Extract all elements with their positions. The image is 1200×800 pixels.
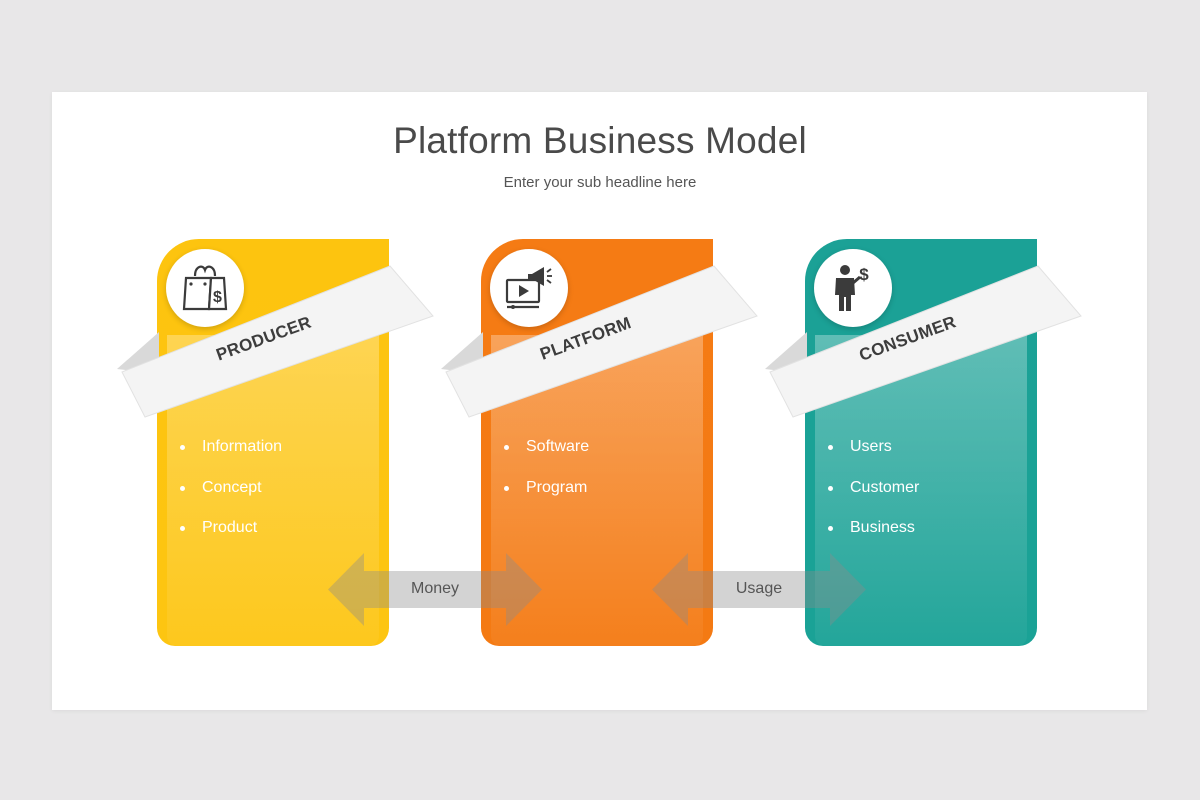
list-item: Concept [180, 477, 282, 518]
usage-label: Usage [735, 580, 783, 597]
money-label: Money [410, 580, 460, 597]
platform-list: Software Program [504, 436, 589, 517]
shopping-bag-dollar-icon: $ [166, 249, 244, 327]
video-megaphone-icon [490, 249, 568, 327]
double-arrow-icon [652, 553, 866, 626]
list-item: Customer [828, 477, 919, 518]
double-arrow-icon [328, 553, 542, 626]
page-title: Platform Business Model [393, 120, 807, 161]
consumer-list: Users Customer Business [828, 436, 919, 558]
list-item: Software [504, 436, 589, 477]
list-item: Product [180, 517, 282, 558]
svg-text:$: $ [213, 289, 222, 306]
page-subtitle: Enter your sub headline here [503, 174, 697, 191]
list-item: Business [828, 517, 919, 558]
producer-list: Information Concept Product [180, 436, 282, 558]
businessman-dollar-icon: $ [814, 249, 892, 327]
list-item: Users [828, 436, 919, 477]
list-item: Program [504, 477, 589, 518]
svg-text:$: $ [859, 265, 869, 284]
list-item: Information [180, 436, 282, 477]
